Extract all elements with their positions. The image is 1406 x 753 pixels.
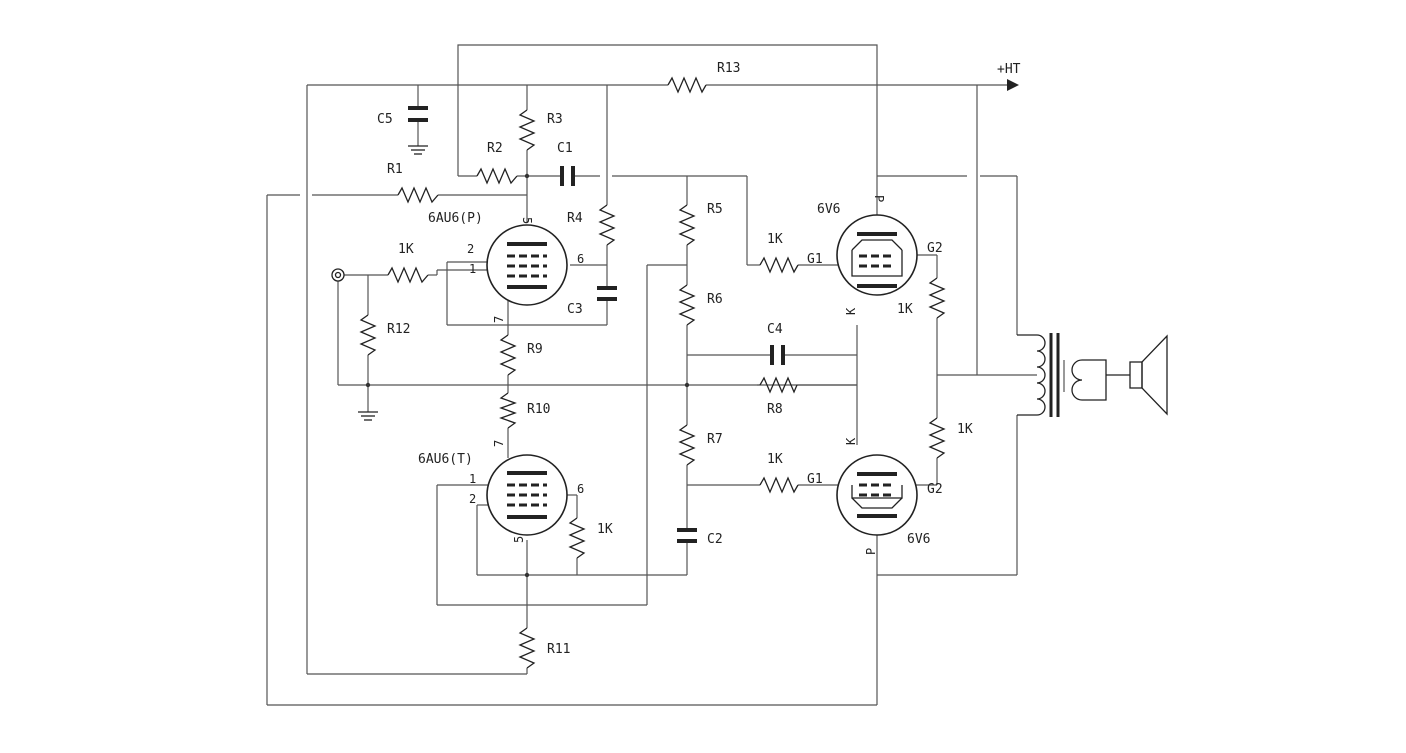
label-r7: R7: [707, 432, 723, 447]
label-r9: R9: [527, 342, 543, 357]
tube-6au6-phase: [486, 454, 568, 536]
label-preamp-tube: 6AU6(P): [428, 211, 483, 226]
tube-6v6-bottom: [836, 454, 918, 536]
resistor-r10: [499, 392, 517, 429]
label-r2: R2: [487, 141, 503, 156]
pin-pi-5: 5: [512, 536, 526, 543]
label-1k-g1-top: 1K: [767, 232, 783, 247]
label-c1: C1: [557, 141, 573, 156]
label-1k-g2-bottom: 1K: [957, 422, 973, 437]
resistor-1k-g2-top: [928, 277, 946, 319]
input-jack-icon: [331, 268, 345, 282]
resistor-r5: [678, 204, 696, 246]
wires: [266, 44, 1065, 706]
label-r13: R13: [717, 61, 740, 76]
pin-p-top: P: [872, 195, 886, 202]
output-transformer-icon: [1017, 333, 1130, 417]
pin-k-top: K: [844, 307, 858, 315]
label-1k-input: 1K: [398, 242, 414, 257]
pin-pi-7: 7: [492, 440, 506, 447]
label-power-tube-bottom: 6V6: [907, 532, 930, 547]
resistor-r4: [598, 204, 616, 246]
resistor-1k-g1-bottom: [759, 476, 799, 494]
label-g2-bottom: G2: [927, 482, 943, 497]
resistor-1k-phase: [568, 517, 586, 559]
ht-arrow-icon: [1007, 79, 1019, 91]
label-phase-tube: 6AU6(T): [418, 452, 473, 467]
resistor-r9: [499, 334, 517, 376]
pin-p-bottom: P: [864, 548, 878, 555]
resistor-1k-g2-bottom: [928, 417, 946, 459]
pin-labels: 5 2 1 6 7 7 1 2 6 5 P K K P: [467, 195, 886, 555]
label-power-tube-top: 6V6: [817, 202, 840, 217]
pin-pi-1: 1: [469, 472, 476, 486]
pin-pre-6: 6: [577, 252, 584, 266]
resistor-r1: [397, 186, 439, 204]
label-c5: C5: [377, 112, 393, 127]
label-1k-g1-bottom: 1K: [767, 452, 783, 467]
resistor-1k-input: [387, 266, 429, 284]
label-1k-g2-top: 1K: [897, 302, 913, 317]
resistor-r6: [678, 284, 696, 326]
resistor-1k-g1-top: [759, 256, 799, 274]
resistor-r3: [518, 109, 536, 151]
pin-pi-6: 6: [577, 482, 584, 496]
tube-6au6-preamp: [486, 224, 568, 306]
label-r10: R10: [527, 402, 550, 417]
label-r11: R11: [547, 642, 570, 657]
label-c2: C2: [707, 532, 723, 547]
capacitor-c1: [560, 166, 575, 186]
label-c3: C3: [567, 302, 583, 317]
pin-pre-1: 1: [469, 262, 476, 276]
tube-6v6-top: [836, 214, 918, 296]
pin-k-bottom: K: [844, 437, 858, 445]
label-g2-top: G2: [927, 241, 943, 256]
pin-pi-2: 2: [469, 492, 476, 506]
label-r12: R12: [387, 322, 410, 337]
label-r3: R3: [547, 112, 563, 127]
label-c4: C4: [767, 322, 783, 337]
label-r8: R8: [767, 402, 783, 417]
resistor-r7: [678, 424, 696, 466]
ground-symbol: [358, 145, 428, 421]
speaker-icon: [1129, 334, 1168, 416]
label-g1-bottom: G1: [807, 472, 823, 487]
pin-pre-2: 2: [467, 242, 474, 256]
label-r6: R6: [707, 292, 723, 307]
junctions: [365, 173, 690, 578]
label-g1-top: G1: [807, 252, 823, 267]
pin-pre-7: 7: [492, 316, 506, 323]
label-r5: R5: [707, 202, 723, 217]
label-r1: R1: [387, 162, 403, 177]
resistor-r8: [759, 376, 798, 394]
component-labels: R13 +HT C5 R3 R2 C1 R1 6AU6(P) R4 R5 6V6…: [377, 61, 1021, 657]
label-1k-phase: 1K: [597, 522, 613, 537]
resistor-r2: [476, 167, 518, 185]
capacitor-c2: [677, 528, 697, 543]
capacitor-c5: [408, 106, 428, 122]
pin-pre-5: 5: [520, 217, 534, 224]
resistor-r13: [667, 76, 707, 94]
label-ht: +HT: [997, 62, 1021, 77]
resistor-r12: [359, 314, 377, 356]
resistor-r11: [518, 627, 536, 669]
label-r4: R4: [567, 211, 583, 226]
capacitor-c3: [597, 286, 617, 301]
capacitor-c4: [770, 345, 785, 365]
